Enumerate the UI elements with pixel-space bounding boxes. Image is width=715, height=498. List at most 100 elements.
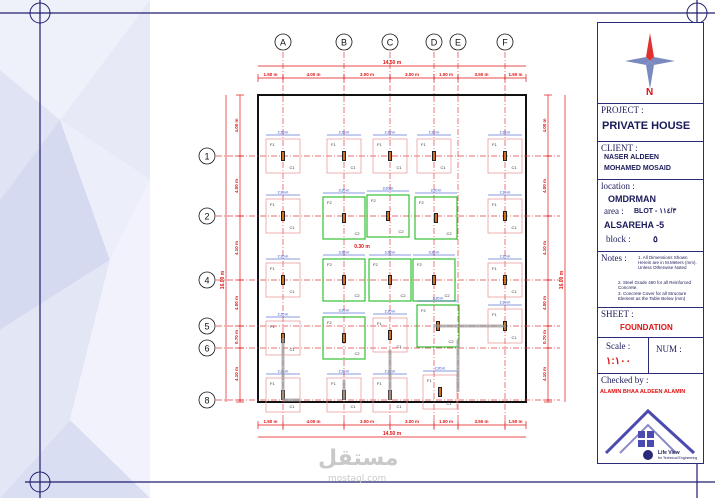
dim-bottom-label-2: 3.00 m (360, 419, 374, 424)
column-tag: C1 (511, 165, 517, 170)
north-label: N (646, 87, 654, 98)
dim-right-label-3: 4.00 m (542, 296, 547, 310)
footing-dim-label: 2.20 m (278, 255, 289, 259)
column-tag: C2 (354, 293, 360, 298)
dim-right-label-2: 4.10 m (542, 241, 547, 255)
location-cell: location : OMDRMAN area : BLOT - ١١٤/٣ A… (598, 179, 703, 252)
dim-right-total: 16.00 m (559, 270, 565, 289)
grid-bubble-label-1: 1 (204, 152, 209, 162)
grid-bubble-6 (198, 339, 216, 357)
watermark-arabic: مستقل (318, 446, 399, 471)
footing-outline (326, 138, 362, 174)
num-label: NUM : (656, 344, 682, 354)
footing-tag: F2 (371, 198, 376, 203)
client-line2: MOHAMED MOSAID (604, 165, 671, 172)
column-tag: C1 (440, 165, 446, 170)
column-core (389, 152, 391, 160)
column-tag: C2 (446, 231, 452, 236)
footing-outline (487, 198, 523, 234)
dim-right-label-5: 4.10 m (542, 367, 547, 381)
dim-left-total: 16.00 m (220, 270, 226, 289)
logo-sub: for Technical Engineering (658, 456, 698, 460)
footing-dim-label: 3.20 m (429, 251, 440, 255)
client-cell: CLIENT : NASER ALDEEN MOHAMED MOSAID (598, 141, 703, 180)
dim-top-label-5: 3.50 m (474, 72, 488, 77)
grid-bubble-B (335, 33, 353, 51)
dim-left-label-5: 4.10 m (234, 367, 239, 381)
location-value: OMDRMAN (608, 194, 656, 204)
house-logo-icon (604, 408, 696, 460)
footing-outline (265, 198, 301, 234)
column-core (504, 276, 506, 284)
footing-outline (416, 138, 452, 174)
footing-tag: F1 (377, 142, 382, 147)
column-tag: C1 (350, 404, 356, 409)
column-core (433, 152, 435, 160)
column-core (433, 276, 435, 284)
building-outline (257, 94, 527, 403)
column-core (343, 152, 345, 160)
footing-tag: F2 (327, 200, 332, 205)
checked-value: ALAMIN BHAA ALDEEN ALAMIN (600, 389, 686, 395)
footing-dim-label: 2.20 m (278, 313, 289, 317)
grid-bubble-label-D: D (431, 38, 438, 48)
column-core (282, 212, 284, 220)
checked-cell: Checked by : ALAMIN BHAA ALDEEN ALAMIN (598, 373, 703, 402)
dim-top-label-1: 4.00 m (306, 72, 320, 77)
grid-bubble-5 (198, 317, 216, 335)
grid-bubble-label-6: 6 (204, 344, 209, 354)
note-1: 1. All Dimensions Shown Herein are in M.… (638, 255, 697, 270)
dim-bottom-label-0: 1.50 m (263, 419, 277, 424)
footing-dim-label: 3.20 m (339, 251, 350, 255)
dim-top-label-2: 3.00 m (360, 72, 374, 77)
scale-divider (648, 338, 649, 374)
column-tag: C2 (354, 351, 360, 356)
dim-top-total: 14.50 m (383, 60, 402, 66)
column-tag: C1 (396, 344, 402, 349)
footing-dim-label: 2.20 m (500, 131, 511, 135)
dim-bottom-total: 14.50 m (383, 431, 402, 437)
footing-dim-label: 2.20 m (500, 191, 511, 195)
grid-bubble-label-F: F (502, 38, 508, 48)
footing-dim-label: 3.20 m (433, 297, 444, 301)
footing-tag: F1 (331, 381, 336, 386)
north-arrow-icon (625, 33, 675, 89)
column-tag: C1 (289, 225, 295, 230)
dim-right-label-0: 4.00 m (542, 118, 547, 132)
footing-dim-label: 3.20 m (383, 187, 394, 191)
note-2: 2. Steel Grade 460 for all Reinforced Co… (618, 280, 692, 290)
column-tag: C1 (289, 165, 295, 170)
footing-outline (326, 377, 362, 413)
footing-dim-label: 2.20 m (435, 367, 446, 371)
footing-dim-label: 3.20 m (385, 251, 396, 255)
footing-dim-label: 3.20 m (339, 189, 350, 193)
column-tag: C1 (511, 225, 517, 230)
column-tag: C2 (444, 293, 450, 298)
footing-dim-label: 2.20 m (278, 131, 289, 135)
footing-outline (414, 196, 458, 240)
location-label: location : (601, 181, 635, 191)
grid-bubble-2 (198, 207, 216, 225)
footing-outline (322, 316, 366, 360)
grid-bubble-E (449, 33, 467, 51)
dim-bottom-label-4: 1.00 m (439, 419, 453, 424)
sheet-value: FOUNDATION (620, 323, 673, 332)
footing-outline (322, 196, 366, 240)
footing-tag: F1 (377, 381, 382, 386)
footing-tag: F2 (417, 262, 422, 267)
dim-bottom-label-5: 3.50 m (474, 419, 488, 424)
block-value: ٥ (653, 234, 658, 244)
client-label: CLIENT : (601, 143, 638, 153)
footing-tag: F2 (373, 262, 378, 267)
